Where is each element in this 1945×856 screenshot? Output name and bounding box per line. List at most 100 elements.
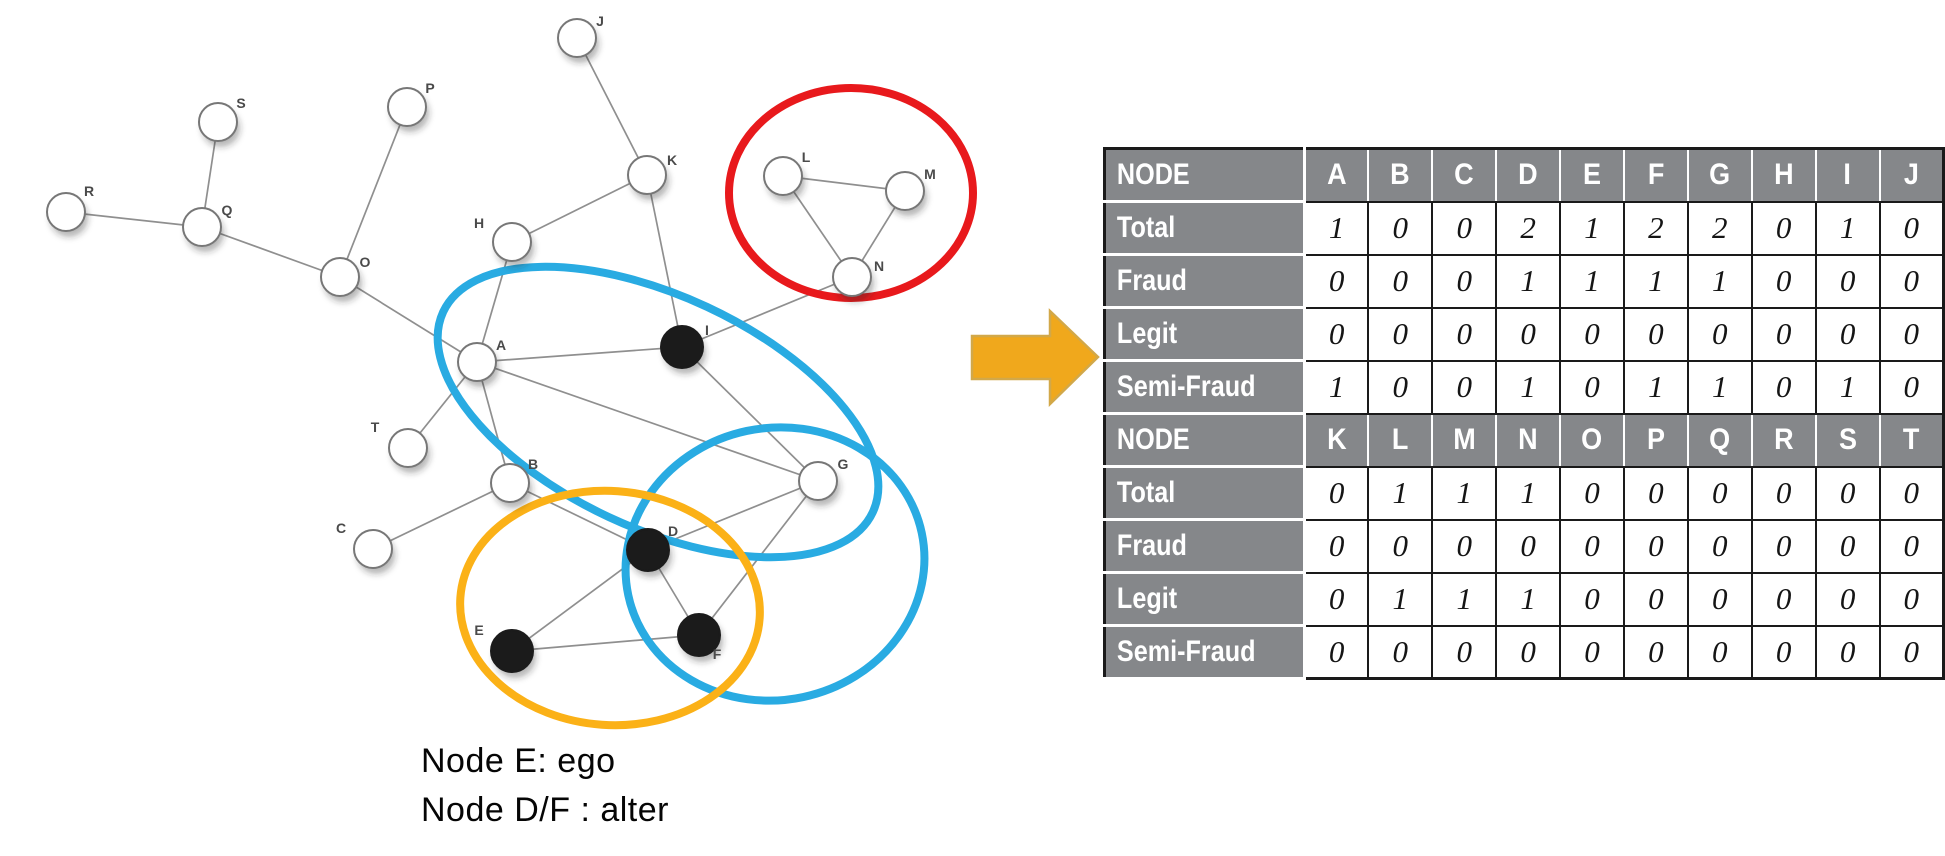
column-header-I: I: [1814, 147, 1881, 203]
value-cell-B-fraud: 0: [1367, 253, 1434, 309]
value-cell-Q-legit: 0: [1686, 571, 1753, 627]
value-cell-B-semi-fraud: 0: [1367, 359, 1434, 415]
node-label-B: B: [528, 456, 538, 472]
node-label-L: L: [802, 149, 811, 165]
graph-edge-B-D: [509, 482, 649, 551]
node-label-I: I: [705, 322, 709, 338]
value-cell-G-fraud: 1: [1686, 253, 1753, 309]
graph-node-I: I: [660, 322, 709, 374]
value-cell-Q-semi-fraud: 0: [1686, 624, 1753, 680]
node-header-cell: NODE: [1104, 148, 1306, 203]
column-header-N: N: [1495, 412, 1562, 468]
graph-node-E: E: [474, 622, 536, 678]
node-label-D: D: [668, 523, 678, 539]
value-cell-G-total: 2: [1686, 200, 1753, 256]
graph-node-K: K: [627, 152, 677, 200]
value-cell-C-total: 0: [1431, 200, 1498, 256]
value-cell-F-total: 2: [1622, 200, 1689, 256]
graph-node-S: S: [198, 95, 246, 147]
column-header-P: P: [1622, 412, 1689, 468]
value-cell-B-legit: 0: [1367, 306, 1434, 362]
orange-circle-ellipse: [456, 486, 764, 730]
node-circle-M: [885, 171, 925, 211]
value-cell-B-total: 0: [1367, 200, 1434, 256]
column-header-D: D: [1495, 147, 1562, 203]
node-circle-P: [387, 87, 427, 127]
value-cell-M-total: 1: [1431, 465, 1498, 521]
value-cell-N-semi-fraud: 0: [1495, 624, 1562, 680]
value-cell-E-fraud: 1: [1559, 253, 1625, 309]
node-label-Q: Q: [222, 202, 233, 218]
value-cell-H-legit: 0: [1750, 306, 1817, 362]
value-cell-Q-total: 0: [1686, 465, 1753, 521]
graph-node-P: P: [387, 80, 435, 132]
value-cell-S-fraud: 0: [1814, 518, 1881, 574]
value-cell-J-legit: 0: [1878, 306, 1945, 362]
graph-edge-P-O: [339, 106, 408, 278]
value-cell-K-total: 0: [1303, 465, 1370, 521]
value-cell-D-legit: 0: [1495, 306, 1562, 362]
value-cell-L-fraud: 0: [1367, 518, 1434, 574]
value-cell-H-fraud: 0: [1750, 253, 1817, 309]
node-label-J: J: [596, 13, 604, 29]
node-circle-E: [490, 629, 534, 673]
value-cell-C-fraud: 0: [1431, 253, 1498, 309]
column-header-C: C: [1431, 147, 1498, 203]
value-cell-N-total: 1: [1495, 465, 1562, 521]
row-label-cell: Legit: [1104, 572, 1306, 627]
value-cell-R-total: 0: [1750, 465, 1817, 521]
node-label-F: F: [713, 646, 722, 662]
row-label-cell: Semi-Fraud: [1104, 360, 1306, 415]
value-cell-N-fraud: 0: [1495, 518, 1562, 574]
node-circle-I: [660, 325, 704, 369]
node-label-S: S: [236, 95, 245, 111]
node-circle-B: [490, 463, 530, 503]
node-circle-A: [457, 342, 497, 382]
value-cell-I-total: 1: [1814, 200, 1881, 256]
value-cell-P-semi-fraud: 0: [1622, 624, 1689, 680]
node-label-M: M: [924, 166, 936, 182]
node-circle-G: [798, 461, 838, 501]
column-header-Q: Q: [1686, 412, 1753, 468]
value-cell-S-total: 0: [1814, 465, 1881, 521]
graph-edge-B-C: [372, 482, 511, 550]
value-cell-D-fraud: 1: [1495, 253, 1562, 309]
legend-text: Node E: ego Node D/F : alter: [421, 737, 669, 835]
value-cell-L-total: 1: [1367, 465, 1434, 521]
graph-node-G: G: [798, 456, 849, 506]
node-circle-S: [198, 102, 238, 142]
value-cell-F-legit: 0: [1622, 306, 1689, 362]
value-cell-J-total: 0: [1878, 200, 1945, 256]
node-circle-F: [677, 613, 721, 657]
value-cell-C-semi-fraud: 0: [1431, 359, 1498, 415]
value-cell-E-legit: 0: [1559, 306, 1625, 362]
value-cell-R-fraud: 0: [1750, 518, 1817, 574]
legend-line-alter: Node D/F : alter: [421, 791, 669, 829]
value-cell-J-fraud: 0: [1878, 253, 1945, 309]
node-circle-L: [763, 156, 803, 196]
graph-node-A: A: [457, 337, 506, 387]
value-cell-R-legit: 0: [1750, 571, 1817, 627]
graph-edge-Q-O: [201, 226, 341, 278]
graph-edge-A-I: [476, 346, 683, 363]
graph-edge-I-N: [681, 276, 853, 348]
row-label-cell: Fraud: [1104, 519, 1306, 574]
value-cell-T-fraud: 0: [1878, 518, 1945, 574]
value-cell-R-semi-fraud: 0: [1750, 624, 1817, 680]
value-cell-K-fraud: 0: [1303, 518, 1370, 574]
value-cell-I-fraud: 0: [1814, 253, 1881, 309]
value-cell-K-semi-fraud: 0: [1303, 624, 1370, 680]
row-label-cell: Legit: [1104, 307, 1306, 362]
graph-node-R: R: [46, 183, 94, 237]
value-cell-K-legit: 0: [1303, 571, 1370, 627]
node-circle-O: [320, 257, 360, 297]
node-label-H: H: [474, 215, 484, 231]
node-circle-Q: [182, 207, 222, 247]
